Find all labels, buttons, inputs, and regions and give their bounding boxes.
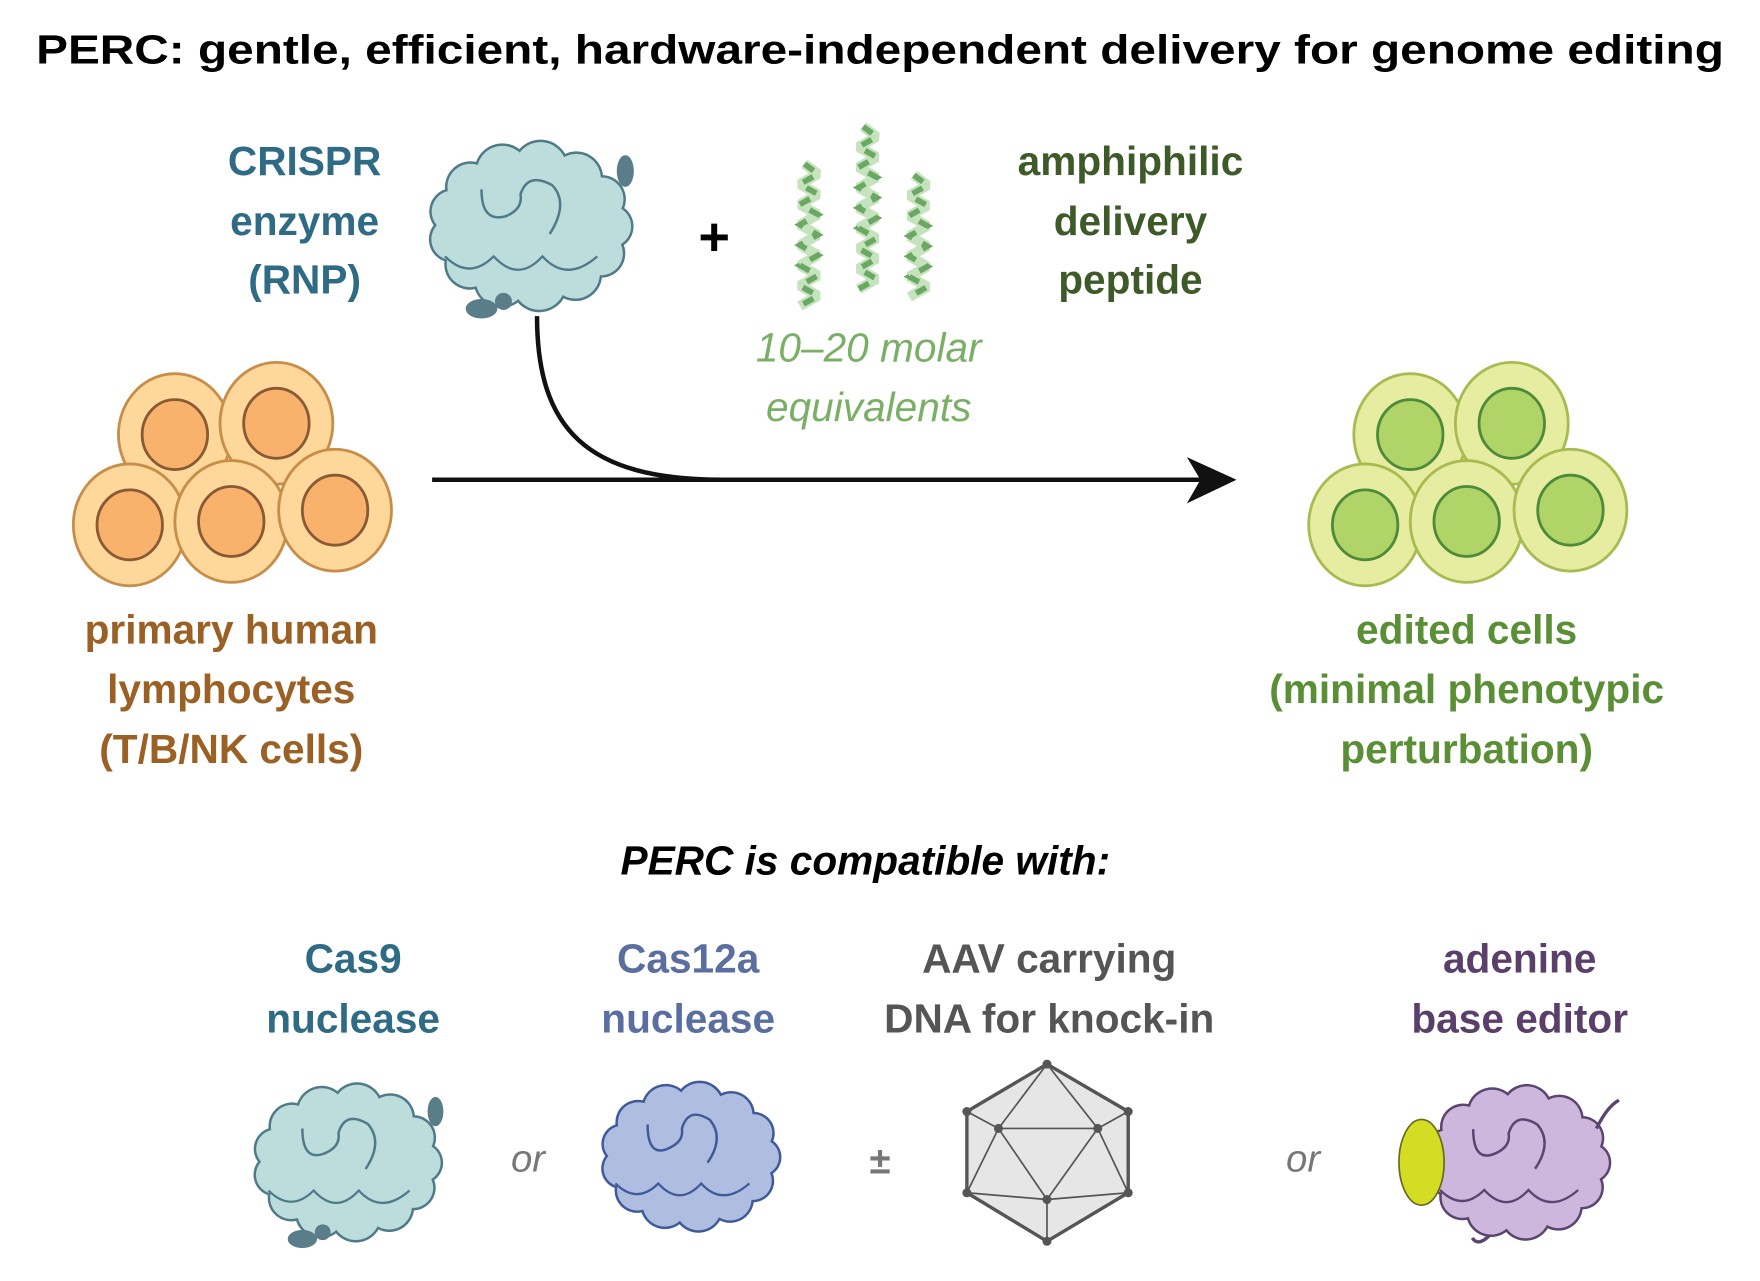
capsid-vertex: [1042, 1059, 1052, 1069]
capsid-edge: [966, 1191, 1048, 1201]
cell-nucleus: [95, 488, 164, 562]
dna-strand: [1470, 1098, 1620, 1244]
nls-tag: [616, 155, 634, 187]
abe-label: base editor: [1411, 996, 1628, 1042]
cell-nucleus: [1536, 473, 1605, 547]
base-editor-icon: [1398, 1083, 1620, 1244]
cas9-label: Cas9: [305, 936, 402, 982]
cell-nucleus: [300, 473, 370, 547]
output-cells-line: (minimal phenotypic: [1269, 666, 1664, 712]
figure-title: PERC: gentle, efficient, hardware-indepe…: [36, 26, 1724, 72]
nls-tag: [314, 1224, 331, 1241]
aav-label: DNA for knock-in: [884, 996, 1214, 1042]
input-cells-label: primary human lymphocytes (T/B/NK cells): [85, 606, 378, 772]
cas9-label: nuclease: [266, 996, 440, 1042]
capsid-edge: [997, 1127, 1048, 1201]
ratio-label-line: 10–20 molar: [756, 324, 983, 370]
cell-nucleus: [1376, 398, 1445, 471]
protein-body: [1425, 1083, 1612, 1241]
or-separator: or: [511, 1137, 547, 1180]
peptide-label: amphiphilic delivery peptide: [1018, 138, 1244, 302]
capsid-edge: [1046, 1063, 1099, 1129]
guide-rna: [301, 1117, 377, 1170]
cas9-icon: [253, 1082, 444, 1249]
output-cells-label: edited cells (minimal phenotypic perturb…: [1269, 606, 1664, 772]
capsid-vertex: [993, 1123, 1003, 1133]
helical-peptide-icon: [794, 122, 934, 311]
output-cells-line: edited cells: [1356, 606, 1577, 652]
capsid-vertex: [1123, 1188, 1133, 1198]
nls-tag: [465, 298, 498, 319]
guide-rna: [1471, 1118, 1546, 1170]
cas12a-label: nuclease: [601, 996, 775, 1042]
cell-nucleus: [1331, 488, 1400, 562]
peptide-label-line: peptide: [1058, 257, 1202, 303]
lymphocyte-cluster-icon: [71, 360, 393, 588]
protein-fold: [1439, 1188, 1579, 1204]
cell-nucleus: [242, 386, 311, 460]
guide-rna: [480, 178, 562, 235]
nls-tag: [427, 1096, 444, 1127]
aav-capsid-icon: [962, 1059, 1133, 1246]
input-cells-line: (T/B/NK cells): [99, 726, 363, 772]
protein-fold: [444, 254, 599, 271]
aav-label: AAV carrying: [922, 936, 1176, 982]
capsid-edge: [1097, 1110, 1129, 1130]
capsid-vertex: [1123, 1107, 1133, 1117]
compatible-heading: PERC is compatible with:: [621, 838, 1111, 884]
compatible-items: Cas9 nuclease Cas12a nuclease AAV carryi…: [266, 936, 1628, 1042]
cas12a-label: Cas12a: [617, 936, 760, 982]
capsid-vertex: [962, 1107, 972, 1117]
cell-nucleus: [197, 485, 266, 558]
deaminase-domain: [1398, 1118, 1445, 1207]
cas12a-icon: [601, 1080, 782, 1233]
ratio-label: 10–20 molar equivalents: [756, 324, 983, 430]
protein-fold: [614, 1181, 751, 1197]
ratio-label-line: equivalents: [766, 384, 971, 430]
plus-minus-separator: ±: [869, 1140, 890, 1183]
enzyme-label: CRISPR enzyme (RNP): [228, 138, 381, 302]
plus-sign: +: [698, 207, 730, 267]
capsid-edge: [966, 1110, 999, 1130]
nls-tag: [494, 292, 512, 310]
merge-arrow-curve: [534, 316, 723, 482]
capsid-edge: [1096, 1128, 1129, 1194]
peptide-label-line: amphiphilic: [1018, 138, 1244, 184]
peptide-label-line: delivery: [1054, 198, 1208, 244]
capsid-edge: [1046, 1127, 1099, 1201]
enzyme-label-line: enzyme: [230, 198, 379, 244]
crispr-enzyme-icon: [428, 139, 634, 319]
helix-face: [903, 172, 934, 300]
arrowhead-icon: [1186, 457, 1237, 504]
input-cells-line: primary human: [85, 606, 378, 652]
input-cells-line: lymphocytes: [107, 666, 355, 712]
enzyme-label-line: (RNP): [248, 257, 361, 303]
protein-body: [428, 139, 634, 313]
abe-label: adenine: [1443, 936, 1596, 982]
protein-body: [601, 1080, 782, 1233]
capsid-vertex: [1093, 1123, 1103, 1133]
capsid-edge: [997, 1063, 1048, 1129]
capsid-vertex: [962, 1188, 972, 1198]
cell-nucleus: [1477, 386, 1546, 460]
capsid-edge: [1046, 1191, 1129, 1201]
helix-face: [852, 124, 883, 292]
capsid-vertex: [1042, 1195, 1052, 1205]
enzyme-label-line: CRISPR: [228, 138, 381, 184]
capsid-edge: [966, 1128, 1000, 1194]
or-separator: or: [1286, 1137, 1322, 1180]
protein-fold: [267, 1188, 411, 1205]
output-cells-line: perturbation): [1340, 726, 1593, 772]
guide-rna: [646, 1113, 718, 1164]
edited-cell-cluster-icon: [1307, 360, 1629, 588]
nls-tag: [287, 1229, 318, 1249]
capsid-vertex: [1042, 1236, 1052, 1246]
cell-nucleus: [140, 398, 209, 471]
cell-nucleus: [1432, 485, 1501, 558]
protein-body: [253, 1082, 444, 1243]
helix-face: [794, 161, 824, 309]
